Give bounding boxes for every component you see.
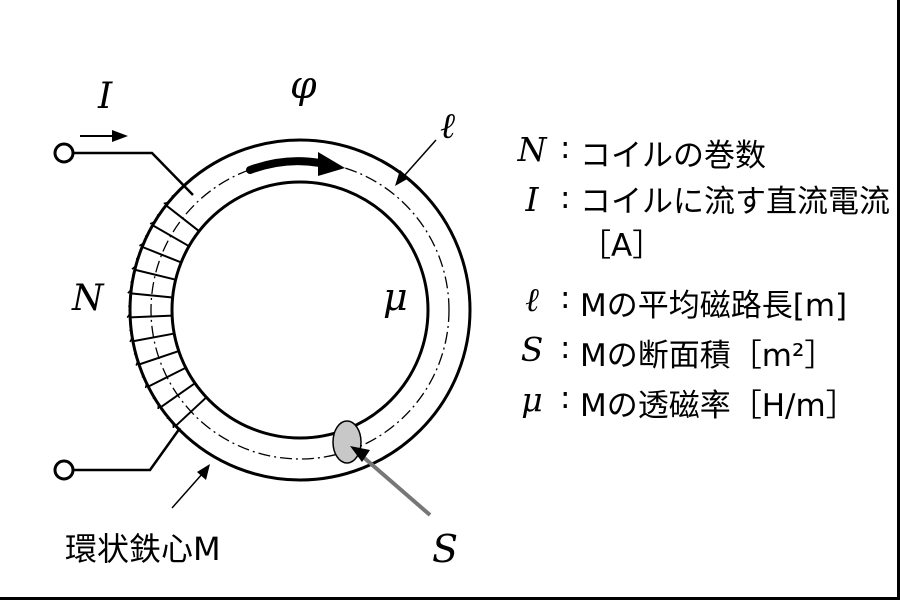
core-leader: [171, 464, 210, 509]
coil-turn: [147, 366, 187, 388]
terminal-bottom: [53, 459, 75, 481]
legend-text: コイルの巻数: [580, 138, 766, 174]
coil-turn: [165, 204, 200, 232]
coil-turn-hook: [149, 214, 159, 225]
current-symbol: I: [97, 76, 113, 117]
flux-arrow: [246, 152, 345, 176]
turns-symbol: N: [71, 278, 105, 319]
coil-turn-hook: [152, 397, 160, 410]
legend-symbol: I: [525, 180, 539, 219]
core-label: 環状鉄心M: [65, 530, 221, 568]
coil-winding: [126, 195, 208, 429]
coil-leads: [53, 142, 194, 481]
coil-turn-hook: [126, 304, 132, 319]
coil-turn-hook: [166, 417, 175, 429]
permeability-symbol: μ: [383, 275, 408, 319]
legend-row-turns: N : コイルの巻数: [500, 130, 895, 180]
symbol-legend: N : コイルの巻数 I : コイルに流す直流電流［A］ ℓ : Mの平均磁路長…: [500, 130, 895, 430]
legend-text: コイルに流す直流電流［A］: [580, 184, 890, 264]
legend-colon: :: [560, 130, 571, 166]
coil-turn: [130, 314, 173, 319]
coil-turn-hook: [129, 329, 134, 343]
lead-bottom: [73, 427, 182, 472]
cross-section: [332, 420, 432, 517]
lead-top: [73, 151, 194, 196]
legend-symbol: μ: [521, 380, 543, 419]
coil-turn: [132, 332, 175, 343]
legend-colon: :: [560, 380, 571, 416]
terminal-top: [53, 142, 75, 164]
coil-turn-hook: [141, 375, 148, 389]
coil-turn: [141, 245, 182, 264]
legend-text: Mの平均磁路長[m]: [580, 288, 848, 324]
coil-turn: [138, 350, 180, 366]
flux-symbol: φ: [290, 63, 317, 107]
legend-text: Mの透磁率［H/m］: [580, 388, 857, 424]
legend-colon: :: [560, 330, 571, 366]
coil-turn-hook: [139, 235, 147, 247]
coil-turn-hook: [127, 280, 133, 294]
legend-colon: :: [560, 180, 571, 216]
coil-turn: [134, 268, 176, 281]
length-symbol: ℓ: [440, 106, 455, 147]
toroid-core: [128, 138, 472, 482]
legend-symbol: ℓ: [525, 280, 539, 319]
legend-row-current: I : コイルに流す直流電流［A］: [500, 180, 895, 280]
legend-row-permeability: μ : Mの透磁率［H/m］: [500, 380, 895, 430]
legend-symbol: S: [520, 330, 544, 369]
current-arrow: [80, 130, 128, 142]
legend-row-area: S : Mの断面積［m²］: [500, 330, 895, 380]
area-symbol: S: [432, 527, 458, 571]
coil-turn: [130, 292, 173, 299]
coil-turn: [160, 382, 196, 409]
coil-turn: [174, 396, 208, 427]
legend-row-length: ℓ : Mの平均磁路長[m]: [500, 280, 895, 330]
legend-text: Mの断面積［m²］: [580, 338, 836, 374]
coil-turn-hook: [163, 195, 174, 205]
coil-turn-hook: [133, 352, 139, 366]
coil-turn-hook: [131, 257, 139, 270]
mean-magnetic-path: [150, 160, 450, 460]
coil-turn: [152, 224, 190, 248]
length-leader: [395, 139, 437, 186]
legend-colon: :: [560, 280, 571, 316]
legend-symbol: N: [517, 130, 547, 169]
